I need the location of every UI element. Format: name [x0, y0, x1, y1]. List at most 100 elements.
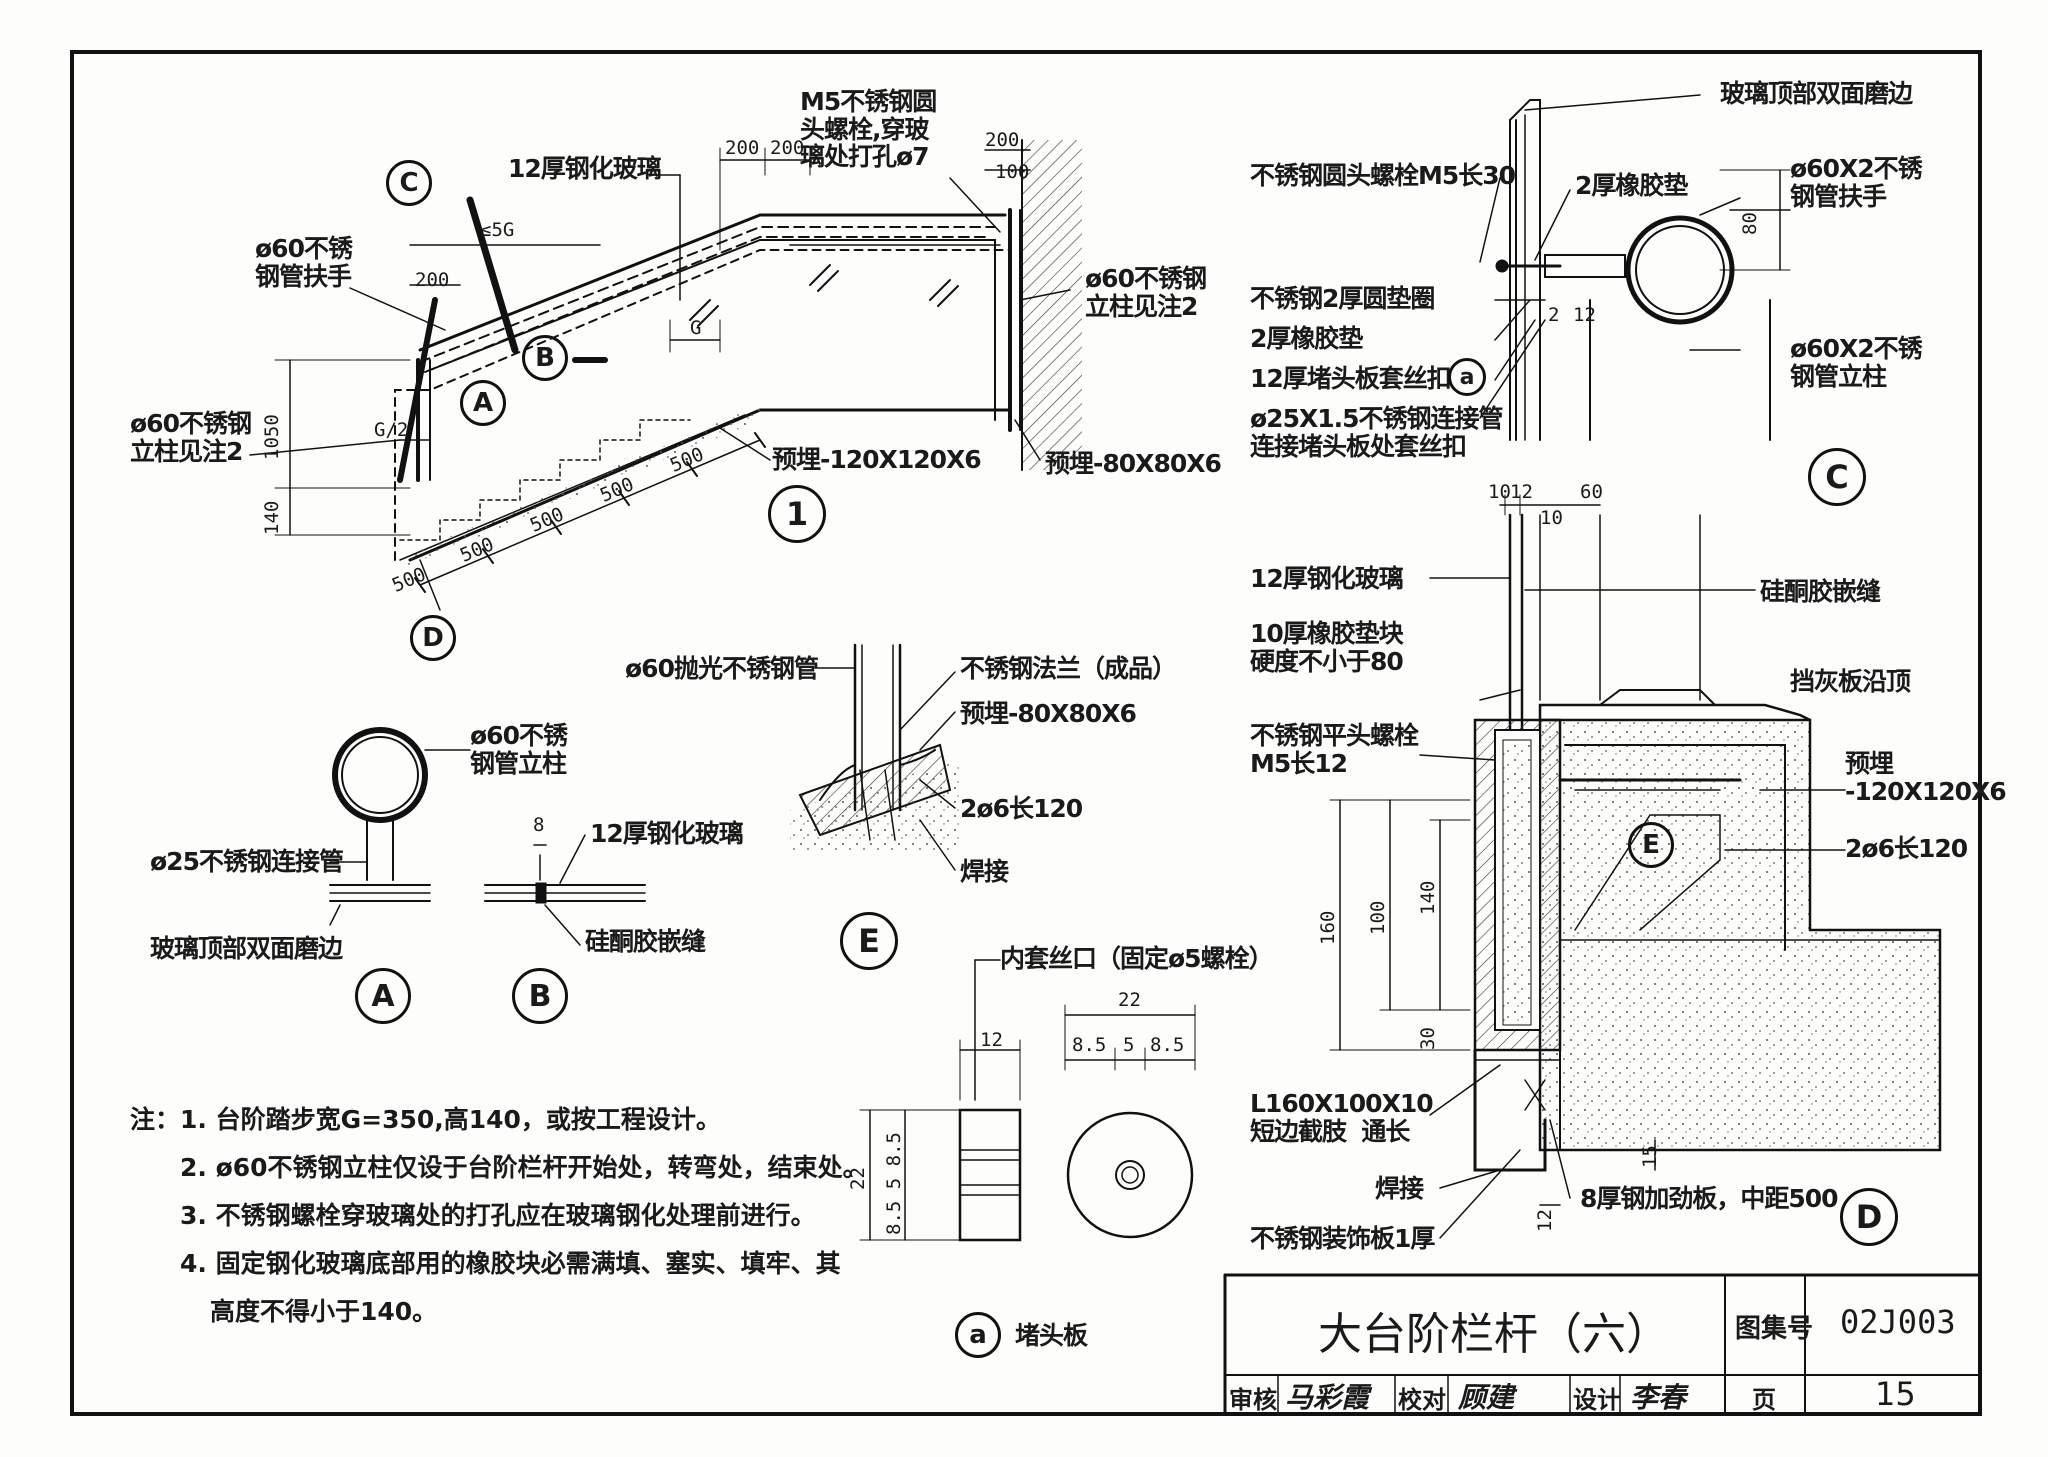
callout-b: B: [522, 335, 568, 381]
label-main-glass: 12厚钢化玻璃: [508, 154, 662, 183]
dim-plug-85b: 8.5: [1150, 1034, 1185, 1056]
label-c-rubber1: 2厚橡胶垫: [1575, 171, 1688, 200]
dim-d-12: 12: [1510, 481, 1533, 503]
view-number-1: 1: [768, 485, 826, 543]
label-d-bolt: 不锈钢平头螺栓 M5长12: [1250, 721, 1419, 778]
detail-c-linework: [1479, 94, 1791, 441]
dim-plug-5: 5: [1123, 1034, 1135, 1056]
check-signature: 顾建: [1458, 1381, 1515, 1414]
label-d-glass: 12厚钢化玻璃: [1250, 564, 1404, 593]
detail-plug-linework: [859, 959, 1196, 1242]
view-number-c: C: [1808, 448, 1866, 506]
label-c-top-edge: 玻璃顶部双面磨边: [1720, 79, 1913, 108]
dim-b-8: 8: [533, 814, 545, 836]
label-b-sealant: 硅酮胶嵌缝: [585, 927, 706, 956]
dim-plug-22-top: 22: [1118, 989, 1141, 1011]
review-signature: 马彩霞: [1285, 1381, 1370, 1414]
dim-main-g2: G/2: [374, 419, 409, 441]
label-main-handrail: ø60不锈 钢管扶手: [255, 234, 353, 291]
label-e-pipe: ø60抛光不锈钢管: [625, 654, 819, 683]
label-d-sealant: 硅酮胶嵌缝: [1760, 577, 1881, 606]
dim-d-140: 140: [1417, 880, 1439, 915]
dim-plug-85a: 8.5: [1072, 1034, 1107, 1056]
label-c-rubber2: 2厚橡胶垫: [1250, 324, 1363, 353]
page-label: 页: [1752, 1386, 1776, 1414]
dim-main-200-a: 200: [725, 137, 760, 159]
title-block-lines: [1223, 1273, 1982, 1416]
dim-main-1050: 1050: [261, 414, 283, 460]
view-number-plug: a: [955, 1312, 1001, 1358]
label-d-angle: L160X100X10 短边截肢 通长: [1250, 1089, 1434, 1146]
callout-a: A: [460, 380, 506, 426]
note-3: 3. 不锈钢螺栓穿玻璃处的打孔应在玻璃钢化处理前进行。: [180, 1201, 816, 1230]
note-4: 4. 固定钢化玻璃底部用的橡胶块必需满填、塞实、填牢、其: [180, 1249, 841, 1278]
dim-main-5g: ≤5G: [480, 219, 515, 241]
label-c-post: ø60X2不锈 钢管立柱: [1790, 334, 1923, 391]
label-a-edge: 玻璃顶部双面磨边: [150, 934, 343, 963]
dim-d-30: 30: [1417, 1027, 1439, 1050]
view-number-a: A: [355, 968, 411, 1024]
dim-d-15: 15: [1639, 1145, 1661, 1168]
atlas-label: 图集号: [1735, 1314, 1814, 1344]
label-plug-thread: 内套丝口（固定ø5螺栓）: [1000, 944, 1274, 973]
page-number: 15: [1875, 1375, 1916, 1413]
label-e-weld: 焊接: [960, 857, 1009, 886]
note-2: 2. ø60不锈钢立柱仅设于台阶栏杆开始处，转弯处，结束处。: [180, 1153, 868, 1182]
dim-d-10b: 10: [1540, 507, 1563, 529]
dim-c-12: 12: [1573, 304, 1596, 326]
dim-main-140: 140: [261, 500, 283, 535]
label-c-washer: 不锈钢2厚圆垫圈: [1250, 284, 1435, 313]
dim-d-60: 60: [1580, 481, 1603, 503]
view-number-d: D: [1840, 1188, 1898, 1246]
dim-d-10: 10: [1488, 481, 1511, 503]
label-e-flange: 不锈钢法兰（成品）: [960, 654, 1177, 683]
notes-prefix: 注：: [130, 1105, 181, 1134]
label-a-tube: ø25不锈钢连接管: [150, 847, 344, 876]
callout-d: D: [410, 615, 456, 661]
label-e-embed: 预埋-80X80X6: [960, 699, 1137, 728]
callout-c-a: a: [1448, 358, 1486, 396]
detail-b-linework: [484, 834, 646, 946]
label-c-plug: 12厚堵头板套丝扣: [1250, 364, 1452, 393]
label-main-embed-wall: 预埋-80X80X6: [1045, 449, 1222, 478]
design-signature: 李春: [1630, 1381, 1687, 1414]
atlas-number: 02J003: [1840, 1303, 1956, 1341]
label-a-post: ø60不锈 钢管立柱: [470, 721, 568, 778]
label-b-glass: 12厚钢化玻璃: [590, 819, 744, 848]
review-label: 审核: [1229, 1386, 1277, 1414]
detail-a-linework: [329, 727, 471, 926]
label-d-cover: 不锈钢装饰板1厚: [1250, 1224, 1435, 1253]
label-e-bars: 2ø6长120: [960, 794, 1083, 823]
label-main-post-right: ø60不锈钢 立柱见注2: [1085, 264, 1207, 321]
dim-main-100: 100: [995, 161, 1030, 183]
dim-main-200-c: 200: [985, 129, 1020, 151]
dim-c-2: 2: [1548, 304, 1560, 326]
callout-c: C: [386, 160, 432, 206]
label-c-bolt: 不锈钢圆头螺栓M5长30: [1250, 161, 1516, 190]
detail-e-linework: [790, 643, 960, 871]
label-c-tube: ø25X1.5不锈钢连接管 连接堵头板处套丝扣: [1250, 404, 1504, 461]
note-1: 1. 台阶踏步宽G=350,高140，或按工程设计。: [180, 1105, 721, 1134]
label-main-embed-stair: 预埋-120X120X6: [772, 445, 982, 474]
dim-main-200-left: 200: [415, 269, 450, 291]
dim-plug-12: 12: [980, 1029, 1003, 1051]
label-c-handrail: ø60X2不锈 钢管扶手: [1790, 154, 1923, 211]
label-d-weld: 焊接: [1375, 1174, 1424, 1203]
design-label: 设计: [1573, 1386, 1621, 1414]
label-d-rubber: 10厚橡胶垫块 硬度不小于80: [1250, 619, 1404, 676]
label-d-ledge: 挡灰板沿顶: [1790, 667, 1911, 696]
label-d-embed: 预埋 -120X120X6: [1845, 749, 2007, 806]
label-main-bolt: M5不锈钢圆 头螺栓,穿玻 璃处打孔ø7: [800, 87, 937, 171]
dim-main-g: G: [690, 317, 702, 339]
drawing-title: 大台阶栏杆（六）: [1318, 1309, 1670, 1360]
label-d-stiffener: 8厚钢加劲板，中距500: [1580, 1184, 1839, 1213]
main-view-linework: [249, 139, 1082, 611]
note-4-cont: 高度不得小于140。: [210, 1297, 438, 1326]
dim-d-12b: 12: [1534, 1209, 1556, 1232]
callout-d-e: E: [1628, 822, 1674, 868]
dim-c-80: 80: [1739, 212, 1761, 235]
sheet-border: [70, 50, 1982, 1416]
label-d-bars: 2ø6长120: [1845, 834, 1968, 863]
dim-d-160: 160: [1317, 910, 1339, 945]
check-label: 校对: [1398, 1386, 1446, 1414]
